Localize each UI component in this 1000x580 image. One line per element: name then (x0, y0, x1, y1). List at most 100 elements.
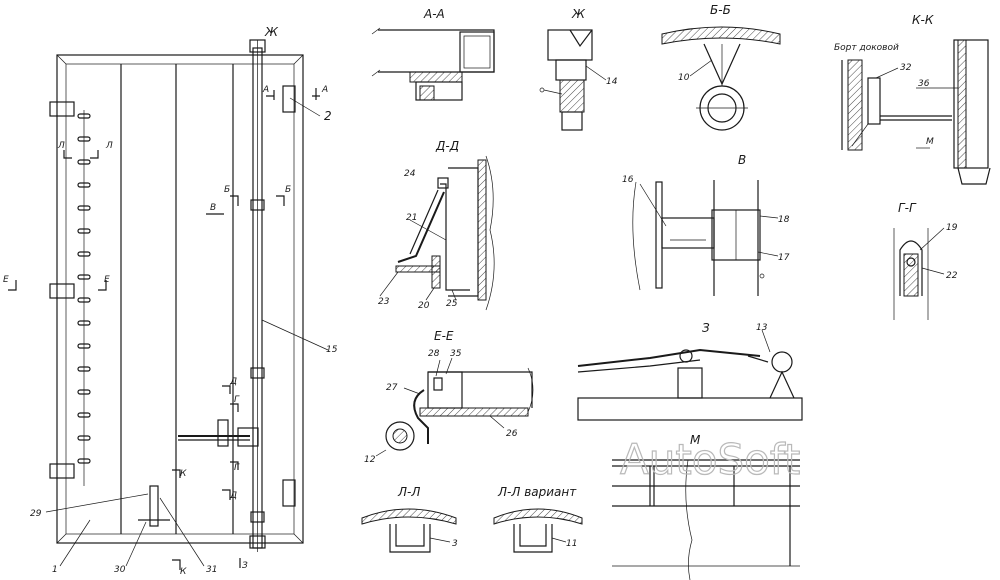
cut-label-e-right: Е (104, 275, 110, 285)
rod-top-cap (249, 39, 266, 53)
hinge-bottom (49, 463, 75, 479)
rod-clip (77, 412, 91, 418)
section-dd (379, 155, 495, 311)
rod-clip (77, 228, 91, 234)
callout-32: 32 (900, 63, 912, 73)
section-ll (361, 508, 457, 553)
rod-clip (77, 205, 91, 211)
section-bb (661, 26, 781, 131)
callout-18: 18 (778, 215, 790, 225)
callout-17: 17 (778, 253, 790, 263)
callout-27: 27 (386, 383, 398, 393)
rod-clip (77, 458, 91, 464)
rod-clip (77, 366, 91, 372)
view-zh (539, 29, 607, 131)
rod-clip (77, 136, 91, 142)
door-inner-frame (65, 63, 295, 535)
callout-28: 28 (428, 349, 440, 359)
callout-26: 26 (506, 429, 518, 439)
cut-label-b-left: Б (224, 185, 230, 195)
callout-14: 14 (606, 77, 618, 87)
watermark: AutoSoft (620, 435, 800, 484)
view-z (577, 329, 803, 421)
section-ll-variant (493, 508, 583, 553)
callout-22: 22 (946, 271, 958, 281)
view-title-zh: Ж (571, 7, 586, 21)
view-title-v: В (738, 153, 746, 167)
rod-clip (77, 343, 91, 349)
callout-30: 30 (114, 565, 126, 575)
callout-2: 2 (324, 109, 332, 123)
rod-guide-bottom (282, 479, 296, 507)
callout-15: 15 (326, 345, 338, 355)
rod-clip (77, 251, 91, 257)
door-outer-frame (56, 54, 304, 544)
rod-bottom-cap (249, 535, 266, 549)
view-title-gg: Г-Г (898, 201, 917, 215)
cut-label-g-top: Г (234, 395, 240, 405)
callout-11: 11 (566, 539, 577, 549)
callout-16: 16 (622, 175, 634, 185)
view-title-ll-variant: Л-Л вариант (497, 485, 577, 499)
hinge-top (49, 101, 75, 117)
cut-label-k-bottom: К (180, 567, 187, 577)
cut-label-b-right: Б (285, 185, 291, 195)
callout-12: 12 (364, 455, 376, 465)
rod-clip (77, 159, 91, 165)
cut-label-g-bottom: Г (234, 463, 240, 473)
cut-label-a-left: А (262, 85, 269, 95)
view-title-aa: А-А (423, 7, 445, 21)
callout-13: 13 (756, 323, 768, 333)
view-m-mark: М (926, 137, 934, 147)
section-ee (375, 357, 534, 457)
cut-label-a-right: А (321, 85, 328, 95)
section-gg (893, 227, 945, 320)
view-title-bb: Б-Б (710, 3, 731, 17)
callout-36: 36 (918, 79, 930, 89)
callout-20: 20 (418, 301, 430, 311)
rod-clip (77, 320, 91, 326)
callout-29: 29 (30, 509, 42, 519)
callout-1: 1 (52, 565, 58, 575)
cut-label-e-left: Е (3, 275, 9, 285)
rod-clips (77, 113, 91, 464)
cut-label-d-top: Д (229, 377, 237, 387)
callout-3: 3 (452, 539, 458, 549)
rod-clip (77, 274, 91, 280)
view-title-z: З (702, 321, 710, 335)
section-kk (841, 39, 991, 185)
bottom-latch (149, 485, 159, 527)
cut-label-l-left: Л (57, 141, 65, 151)
view-title-ll: Л-Л (397, 485, 420, 499)
cut-label-l-right: Л (105, 141, 113, 151)
callout-10: 10 (678, 73, 690, 83)
view-title-ee: Е-Е (434, 329, 454, 343)
rod-clip (77, 389, 91, 395)
hinge-middle (49, 283, 75, 299)
cut-label-d-bottom: Д (229, 491, 237, 501)
note-bort: Борт доковой (834, 43, 899, 53)
rod-clip (77, 113, 91, 119)
view-title-m: М (690, 433, 701, 447)
view-label-v: В (210, 203, 216, 213)
cut-label-zh: Ж (264, 25, 279, 39)
rod-clip (77, 182, 91, 188)
main-door-view (8, 39, 329, 570)
callout-23: 23 (378, 297, 390, 307)
view-v (632, 180, 779, 296)
callout-25: 25 (446, 299, 458, 309)
rod-guide-top (282, 85, 296, 113)
rod-clip (77, 297, 91, 303)
callout-31: 31 (206, 565, 217, 575)
callout-24: 24 (404, 169, 416, 179)
section-aa (371, 27, 495, 101)
rod-clip (77, 435, 91, 441)
view-label-z: З (242, 561, 248, 571)
callout-21: 21 (406, 213, 417, 223)
view-m (612, 459, 800, 580)
view-title-dd: Д-Д (435, 139, 459, 153)
callout-35: 35 (450, 349, 462, 359)
callout-19: 19 (946, 223, 958, 233)
view-title-kk: К-К (912, 13, 934, 27)
